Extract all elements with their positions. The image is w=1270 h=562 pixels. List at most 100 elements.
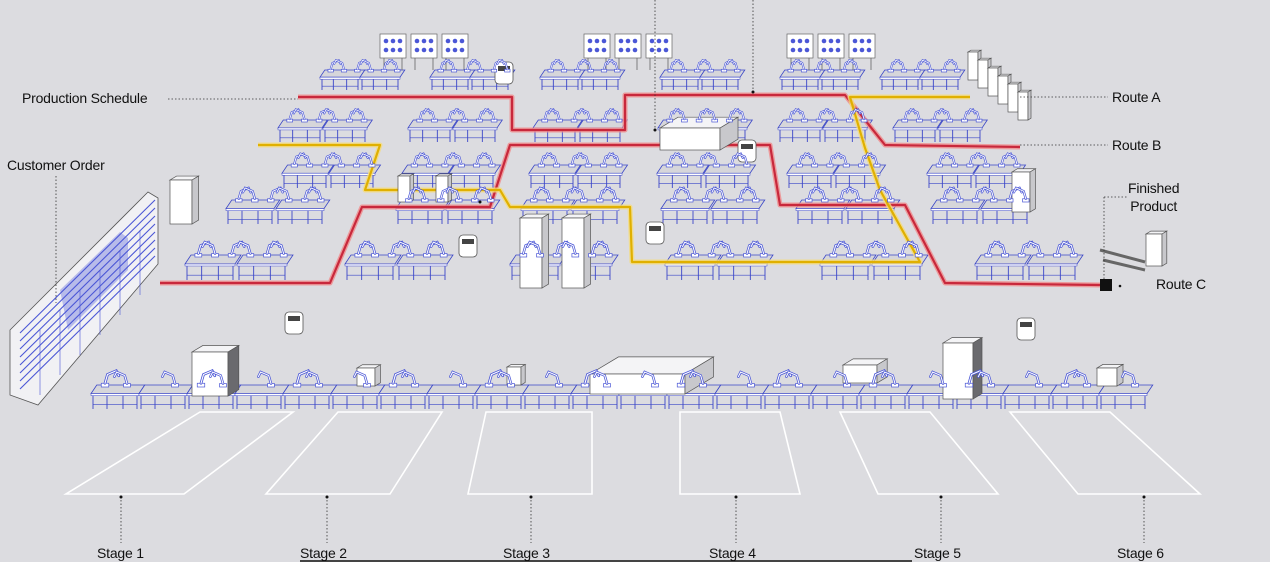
rack-slot	[602, 48, 607, 53]
table-top	[235, 385, 289, 394]
box-front	[660, 128, 720, 150]
table-edge	[660, 77, 700, 79]
rack-slot	[853, 48, 858, 53]
rack-slot	[853, 39, 858, 44]
table-edge	[880, 77, 920, 79]
agv-cart-icon	[738, 140, 756, 162]
box-side	[542, 214, 549, 288]
workstation-table-row1-5	[540, 70, 585, 90]
front-bench-segment-20	[1003, 385, 1057, 409]
route-junction-dot	[479, 201, 482, 204]
workstation-table-row5-3	[345, 255, 401, 280]
robot-link-highlight	[1074, 372, 1087, 384]
storage-rack-8	[818, 34, 844, 70]
table-edge	[1027, 264, 1077, 266]
table-edge	[379, 394, 427, 396]
rack-slot	[595, 48, 600, 53]
robot-link-highlight	[969, 110, 980, 120]
workstation-table-row1-10	[820, 70, 865, 90]
workstation-table-row3-7	[657, 165, 709, 188]
workstation-table-row5-8	[717, 255, 773, 280]
workstation-table-row2-1	[278, 120, 327, 142]
front-bench-segment-16	[811, 385, 865, 409]
rack-slot	[664, 39, 669, 44]
table-edge	[237, 264, 287, 266]
tall-unit-stage3-b	[562, 214, 591, 288]
robot-link-highlight	[162, 372, 175, 384]
table-edge	[1051, 394, 1099, 396]
workstation-table-row3-5	[529, 165, 581, 188]
workstation-table-row3-8	[704, 165, 756, 188]
rack-slot	[633, 48, 638, 53]
robot-link-highlight	[596, 242, 609, 253]
table-edge	[276, 209, 324, 211]
box-front	[843, 365, 877, 383]
rack-slot	[460, 39, 465, 44]
table-edge	[938, 128, 982, 130]
unit-stage2-a	[398, 174, 414, 202]
front-bench-segment-14	[715, 385, 769, 409]
box-side	[228, 346, 239, 396]
workstation-table-row5-1	[185, 255, 241, 280]
rack-slot	[829, 39, 834, 44]
agv-body	[738, 140, 756, 162]
stage-outline-6	[1010, 412, 1200, 494]
table-edge	[704, 173, 750, 175]
table-edge	[427, 394, 475, 396]
rack-slot	[650, 48, 655, 53]
robot-link-highlight	[546, 372, 559, 384]
robot-link-highlight	[294, 110, 305, 120]
table-edge	[91, 394, 139, 396]
rack-slot	[391, 39, 396, 44]
cart-body	[1146, 231, 1167, 266]
workstation-table-row5-9	[820, 255, 876, 280]
box-side	[1030, 169, 1035, 212]
agv-screen	[1020, 322, 1032, 327]
robot-link-highlight	[450, 372, 463, 384]
workstation-table-row1-12	[920, 70, 965, 90]
customer-order-label: Customer Order	[7, 158, 105, 173]
right-rack-6	[1018, 90, 1031, 120]
front-bench-segment-6	[331, 385, 385, 409]
rack-slot	[798, 48, 803, 53]
robot-link-highlight	[727, 60, 737, 69]
workstation-table-row2-12	[938, 120, 987, 142]
finished-product-label-line1: Finished	[1128, 181, 1179, 196]
robot-link-highlight	[813, 188, 825, 199]
table-edge	[661, 209, 709, 211]
stage-outline-5	[840, 412, 998, 494]
stage-outline-1	[66, 412, 293, 494]
robot-link-highlight	[361, 154, 372, 164]
robot-link-highlight	[554, 60, 564, 69]
robot-link-highlight	[258, 372, 271, 384]
storage-rack-2	[411, 34, 437, 70]
rack-slot	[398, 39, 403, 44]
box-front	[1018, 92, 1028, 120]
robot-link-highlight	[921, 60, 931, 69]
robot-link-highlight	[202, 242, 215, 253]
table-edge	[927, 173, 973, 175]
front-bench-segment-1	[91, 385, 145, 409]
robot-link-highlight	[975, 154, 986, 164]
robot-link-highlight	[948, 188, 960, 199]
rack-panel	[615, 34, 641, 58]
finished-product-box-icon	[1100, 279, 1112, 291]
rack-slot	[626, 48, 631, 53]
robot-link-highlight	[431, 242, 444, 253]
robot-link-highlight	[424, 110, 435, 120]
storage-rack-5	[615, 34, 641, 70]
workstation-table-row5-12	[1027, 255, 1083, 280]
table-top	[763, 385, 817, 394]
rack-slot	[829, 48, 834, 53]
stage-outline-2	[266, 412, 442, 494]
robot-link-highlight	[581, 60, 591, 69]
workstation-table-row1-11	[880, 70, 925, 90]
workstation-table-row4-8	[711, 200, 765, 224]
rack-slot	[867, 48, 872, 53]
table-edge	[763, 394, 811, 396]
rack-slot	[836, 39, 841, 44]
box-front	[1097, 368, 1117, 386]
table-edge	[715, 394, 763, 396]
table-top	[523, 385, 577, 394]
table-edge	[893, 128, 937, 130]
